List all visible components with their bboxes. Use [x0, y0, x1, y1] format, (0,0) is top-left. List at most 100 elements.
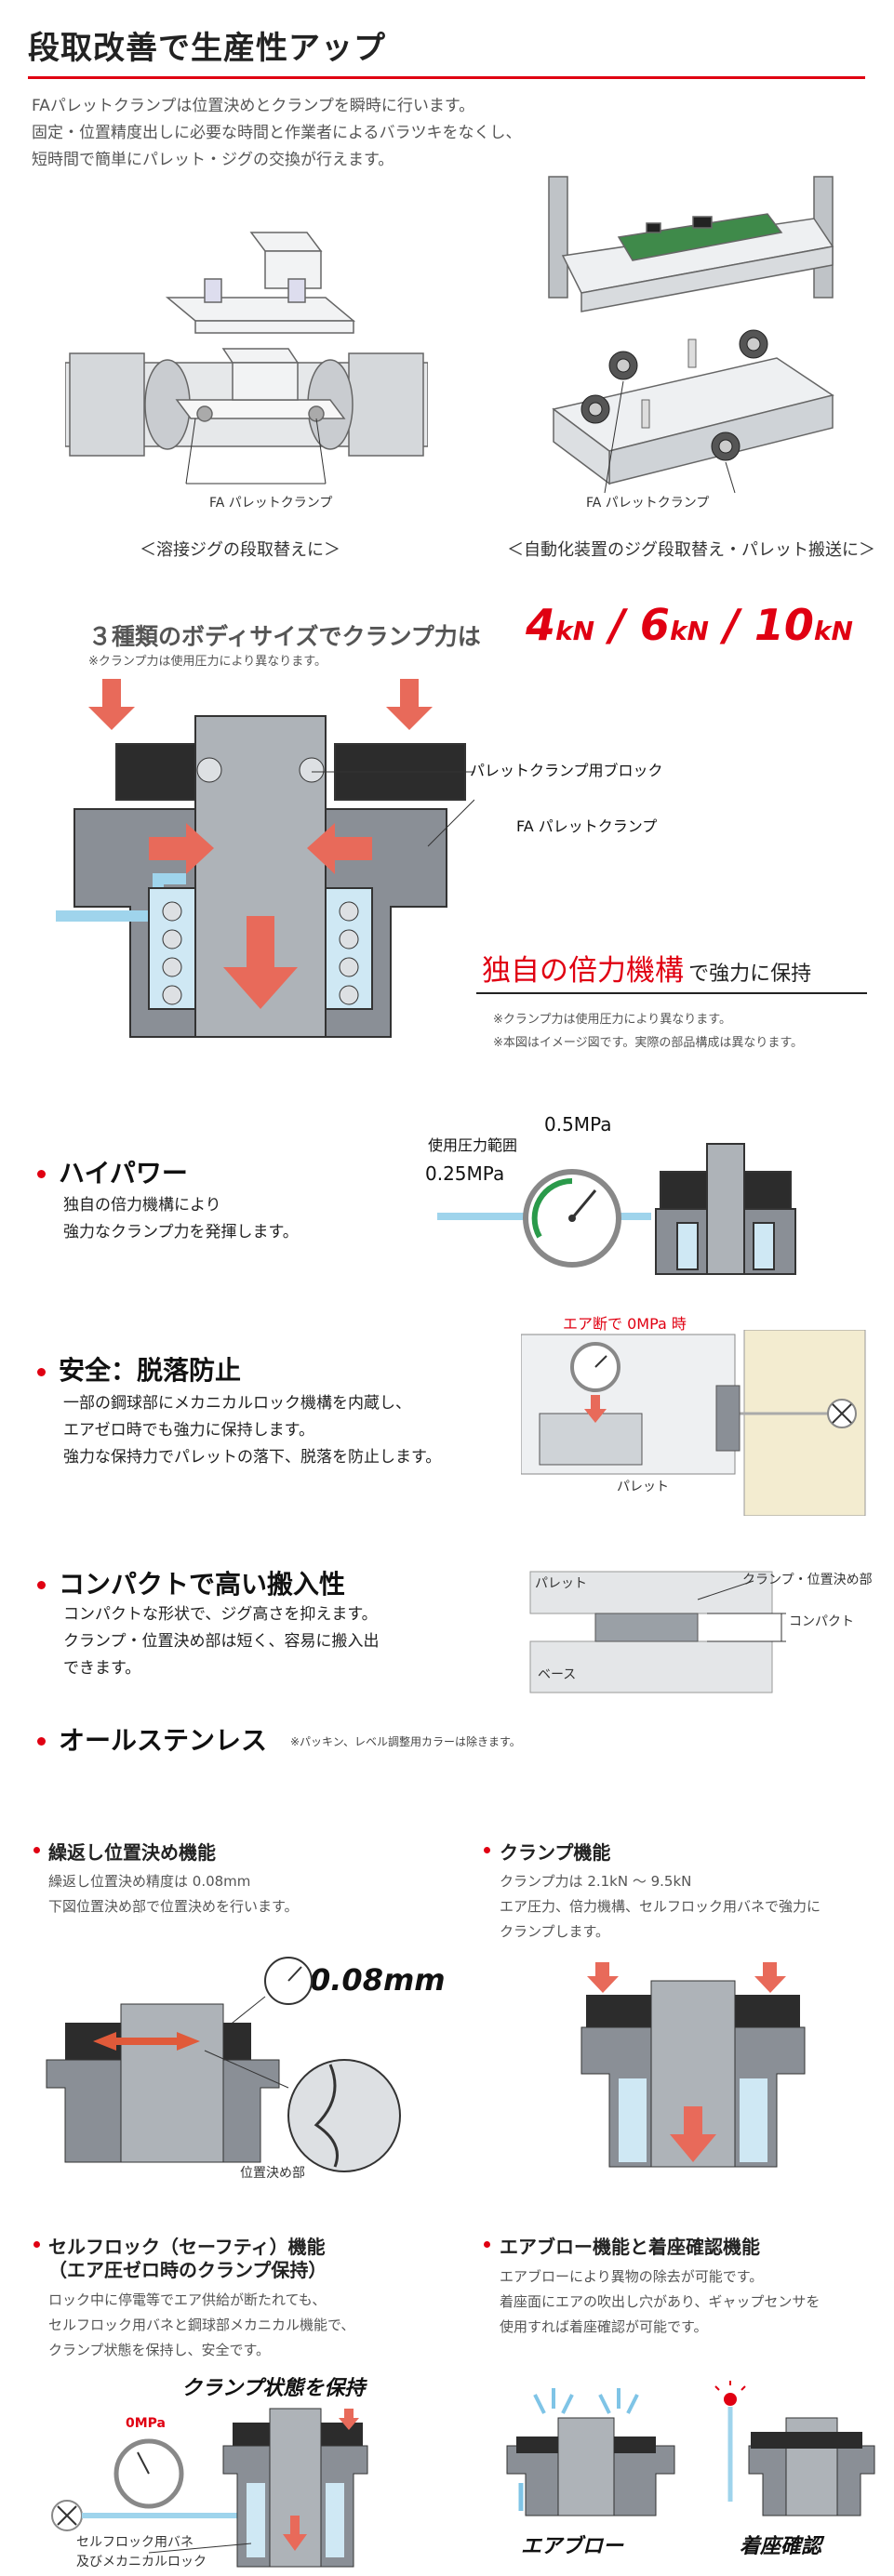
clamp-function-text: クランプ力は 2.1kN 〜 9.5kN エア圧力、倍力機構、セルフロック用バネ… [500, 1869, 821, 1945]
title-divider [28, 76, 865, 79]
pressure-range-label: 使用圧力範囲 [428, 1136, 518, 1154]
diagram-note-1: ※クランプ力は使用圧力により異なります。 [493, 1013, 731, 1027]
text-line: クランプ状態を保持し、安全です。 [48, 2342, 271, 2358]
bullet [484, 1847, 490, 1853]
bullet [484, 2241, 490, 2248]
feature-stainless-note: ※パッキン、レベル調整用カラーは除きます。 [290, 1735, 521, 1748]
text-line: 着座面にエアの吹出し穴があり、ギャップセンサを [500, 2293, 821, 2310]
pressure-gauge-diagram [437, 1143, 796, 1275]
left-product-label: FA パレットクランプ [209, 496, 333, 511]
spring-label-1: セルフロック用バネ [76, 2535, 193, 2550]
compact-clamp-part-label: クランプ・位置決め部 [742, 1573, 873, 1587]
text-line: 繰返し位置決め精度は 0.08mm [48, 1873, 251, 1890]
separator: / [594, 600, 640, 650]
automation-pallet-illustration [548, 176, 834, 494]
text-line: 強力なクランプ力を発揮します。 [63, 1223, 299, 1242]
text-line: エア圧力、倍力機構、セルフロック用バネで強力に [500, 1898, 821, 1915]
page-title: 段取改善で生産性アップ [28, 30, 386, 67]
compact-diagram [529, 1571, 786, 1693]
text-line: クランプ力は 2.1kN 〜 9.5kN [500, 1873, 692, 1890]
clamp-force-values: 4kN / 6kN / 10kN [526, 600, 853, 650]
bullet [37, 1368, 46, 1376]
text-line: エアブローにより異物の除去が可能です。 [500, 2268, 764, 2285]
air-cut-label: エア断で 0MPa 時 [563, 1315, 687, 1333]
bullet [37, 1737, 46, 1746]
zero-pressure-label: 0MPa [126, 2416, 167, 2431]
feature-high-power-title: ハイパワー [59, 1158, 188, 1188]
bullet [33, 1847, 40, 1853]
gauge-high-value: 0.5MPa [544, 1113, 612, 1135]
selflock-text: ロック中に停電等でエア供給が断たれても、 セルフロック用バネと鋼球部メカニカル機… [48, 2288, 354, 2363]
clamp-cross-section [56, 679, 474, 1038]
mechanism-highlight: 独自の倍力機構 [482, 954, 684, 988]
airblow-diagram [506, 2388, 675, 2516]
text-line: 下図位置決め部で位置決めを行います。 [48, 1898, 299, 1915]
feature-stainless-title: オールステンレス [59, 1725, 268, 1756]
seat-check-label: 着座確認 [740, 2535, 822, 2558]
unit-kn: kN [669, 616, 709, 646]
block-label: パレットクランプ用ブロック [470, 762, 663, 779]
selflock-title-2: （エア圧ゼロ時のクランプ保持） [48, 2259, 327, 2281]
bullet [33, 2241, 40, 2248]
left-caption: ＜溶接ジグの段取替えに＞ [140, 540, 340, 560]
positioning-part-label: 位置決め部 [240, 2166, 305, 2181]
repeat-title: 繰返し位置決め機能 [48, 1841, 216, 1864]
compact-label: コンパクト [789, 1614, 854, 1629]
text-line: クランプします。 [500, 1923, 610, 1940]
diagram-note-2: ※本図はイメージ図です。実際の部品構成は異なります。 [493, 1036, 804, 1050]
text-line: 使用すれば着座確認が可能です。 [500, 2318, 708, 2335]
intro-line: 短時間で簡単にパレット・ジグの交換が行えます。 [32, 151, 394, 169]
feature-compact-text: コンパクトな形状で、ジグ高さを抑えます。 クランプ・位置決め部は短く、容易に搬入… [63, 1601, 380, 1682]
airblow-title: エアブロー機能と着座確認機能 [500, 2236, 760, 2258]
force-4: 4 [526, 600, 556, 650]
safety-pallet-label: パレット [617, 1480, 669, 1494]
right-caption: ＜自動化装置のジグ段取替え・パレット搬送に＞ [507, 540, 875, 560]
spring-label-2: 及びメカニカルロック [76, 2555, 207, 2569]
right-product-label: FA パレットクランプ [586, 496, 710, 511]
force-6: 6 [639, 600, 670, 650]
callout-underline [476, 992, 867, 994]
feature-high-power-text: 独自の倍力機構により 強力なクランプ力を発揮します。 [63, 1192, 299, 1246]
seat-check-diagram [714, 2381, 875, 2516]
intro-line: 固定・位置精度出しに必要な時間と作業者によるバラツキをなくし、 [32, 124, 522, 142]
feature-compact-title: コンパクトで高い搬入性 [59, 1569, 346, 1600]
unit-kn: kN [555, 616, 595, 646]
text-line: 一部の鋼球部にメカニカルロック機構を内蔵し、 [63, 1394, 411, 1413]
sizes-note: ※クランプ力は使用圧力により異なります。 [88, 655, 327, 669]
text-line: セルフロック用バネと鋼球部メカニカル機能で、 [48, 2317, 355, 2333]
text-line: クランプ・位置決め部は短く、容易に搬入出 [63, 1632, 380, 1651]
text-line: 独自の倍力機構により [63, 1196, 221, 1215]
compact-base-label: ベース [538, 1667, 577, 1682]
text-line: ロック中に停電等でエア供給が断たれても、 [48, 2291, 327, 2308]
force-10: 10 [754, 600, 814, 650]
separator: / [709, 600, 754, 650]
text-line: 強力な保持力でパレットの落下、脱落を防止します。 [63, 1448, 442, 1467]
repeat-positioning-diagram [46, 1957, 401, 2172]
text-line: コンパクトな形状で、ジグ高さを抑えます。 [63, 1605, 378, 1624]
sizes-heading: ３種類のボディサイズでクランプ力は [88, 623, 481, 650]
bullet [37, 1581, 46, 1589]
text-line: できます。 [63, 1659, 141, 1678]
welding-jig-illustration [65, 232, 428, 485]
compact-pallet-label: パレット [535, 1576, 587, 1591]
clamp-function-title: クランプ機能 [500, 1841, 611, 1864]
feature-safety-title: 安全：脱落防止 [59, 1355, 242, 1386]
clamp-function-diagram [580, 1962, 806, 2168]
selflock-title-1: セルフロック（セーフティ）機能 [48, 2236, 326, 2258]
airblow-label: エアブロー [521, 2535, 624, 2558]
text-line: エアゼロ時でも強力に保持します。 [63, 1421, 314, 1440]
safety-diagram [521, 1330, 866, 1516]
airblow-text: エアブローにより異物の除去が可能です。 着座面にエアの吹出し穴があり、ギャップセ… [500, 2264, 820, 2340]
repeat-accuracy-value: 0.08mm [310, 1962, 446, 1998]
bullet [37, 1170, 46, 1178]
intro-text: FAパレットクランプは位置決めとクランプを瞬時に行います。 固定・位置精度出しに… [32, 93, 522, 174]
mechanism-callout: 独自の倍力機構 で強力に保持 [482, 947, 811, 989]
feature-safety-text: 一部の鋼球部にメカニカルロック機構を内蔵し、 エアゼロ時でも強力に保持します。 … [63, 1390, 441, 1471]
selflock-diagram [51, 2408, 368, 2568]
clamp-label: FA パレットクランプ [516, 817, 658, 835]
unit-kn: kN [813, 616, 853, 646]
hold-label: クランプ状態を保持 [181, 2377, 366, 2400]
repeat-text: 繰返し位置決め精度は 0.08mm 下図位置決め部で位置決めを行います。 [48, 1869, 299, 1919]
gauge-low-value: 0.25MPa [425, 1162, 505, 1185]
mechanism-tail: で強力に保持 [688, 963, 812, 986]
